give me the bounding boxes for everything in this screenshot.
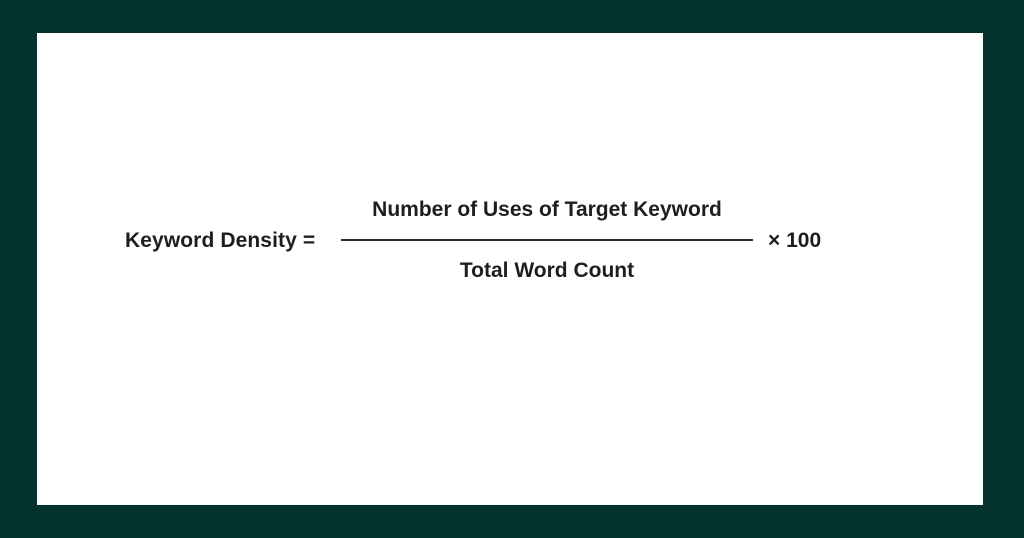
formula-denominator: Total Word Count (459, 259, 635, 282)
formula-numerator: Number of Uses of Target Keyword (372, 198, 722, 221)
formula-card: Keyword Density = Number of Uses of Targ… (37, 33, 983, 505)
keyword-density-formula: Keyword Density = Number of Uses of Targ… (37, 33, 983, 505)
fraction-bar (341, 239, 753, 241)
formula-multiplier: × 100 (768, 229, 822, 252)
formula-left-hand-side: Keyword Density = (125, 229, 316, 252)
